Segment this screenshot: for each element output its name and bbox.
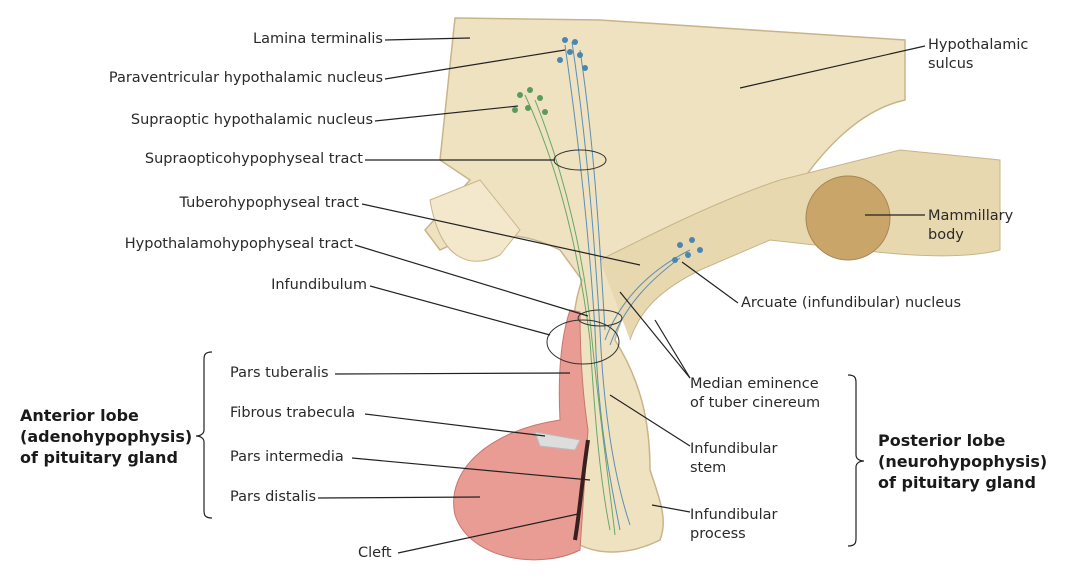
posterior-lobe-line3: of pituitary gland	[878, 473, 1036, 492]
process-line2: process	[690, 526, 746, 542]
hypothalamic-floor	[599, 149, 1001, 341]
label-mammillary-body: Mammillary body	[928, 207, 1013, 245]
stem-line1: Infundibular	[690, 441, 778, 457]
anterior-lobe	[453, 309, 589, 561]
leader-lines	[317, 37, 926, 554]
label-infundibulum: Infundibulum	[271, 277, 367, 293]
label-hypothalamic-sulcus: Hypothalamic sulcus	[928, 36, 1028, 74]
paraventricular-nucleus	[557, 37, 588, 71]
mammillary-body	[805, 175, 891, 261]
label-anterior-lobe: Anterior lobe (adenohypophysis) of pitui…	[20, 405, 192, 468]
label-infundibular-stem: Infundibular stem	[690, 440, 777, 478]
anterior-lobe-line1: Anterior lobe	[20, 406, 139, 425]
stem-line2: stem	[690, 460, 727, 476]
posterior-lobe-line2: (neurohypophysis)	[878, 452, 1048, 471]
label-paraventricular-nucleus: Paraventricular hypothalamic nucleus	[108, 70, 383, 86]
posterior-lobe-line1: Posterior lobe	[878, 431, 1006, 450]
label-infundibular-process: Infundibular process	[690, 506, 777, 544]
label-supraopticohypophyseal-tract: Supraopticohypophyseal tract	[144, 151, 363, 167]
median-line1: Median eminence	[690, 376, 819, 392]
median-line2: of tuber cinereum	[690, 395, 821, 411]
label-posterior-lobe: Posterior lobe (neurohypophysis) of pitu…	[878, 430, 1047, 493]
label-pars-intermedia: Pars intermedia	[230, 449, 344, 465]
posterior-lobe-brace	[847, 374, 865, 547]
process-line1: Infundibular	[690, 507, 778, 523]
supraoptic-nucleus	[512, 87, 548, 115]
label-cleft: Cleft	[358, 545, 392, 561]
cleft-mark	[573, 439, 590, 541]
mammillary-line1: Mammillary	[928, 208, 1014, 224]
hypothalamic-sulcus-line2: sulcus	[928, 56, 974, 72]
label-fibrous-trabecula: Fibrous trabecula	[230, 405, 356, 421]
label-pars-distalis: Pars distalis	[230, 489, 317, 505]
anterior-lobe-line3: of pituitary gland	[20, 448, 178, 467]
optic-chiasm	[429, 179, 521, 262]
infundibulum-bracket	[546, 319, 620, 365]
label-tuberohypophyseal-tract: Tuberohypophyseal tract	[179, 195, 360, 211]
label-median-eminence: Median eminence of tuber cinereum	[690, 375, 820, 413]
nerve-fibers-green	[524, 94, 616, 536]
anterior-lobe-brace	[195, 351, 213, 519]
label-supraoptic-nucleus: Supraoptic hypothalamic nucleus	[130, 112, 373, 128]
hypothalamic-sulcus-line1: Hypothalamic	[928, 37, 1029, 53]
arcuate-nucleus	[672, 237, 703, 263]
label-hypothalamohypophyseal-tract: Hypothalamohypophyseal tract	[124, 236, 353, 252]
anterior-lobe-line2: (adenohypophysis)	[20, 427, 193, 446]
label-lamina-terminalis: Lamina terminalis	[253, 31, 383, 47]
mammillary-line2: body	[928, 227, 964, 243]
nerve-fibers-blue	[564, 41, 691, 531]
fibrous-trabecula-mark	[534, 431, 581, 451]
hypothalamohypophyseal-bracket	[577, 309, 623, 327]
label-arcuate-nucleus: Arcuate (infundibular) nucleus	[741, 295, 961, 311]
label-pars-tuberalis: Pars tuberalis	[230, 365, 329, 381]
